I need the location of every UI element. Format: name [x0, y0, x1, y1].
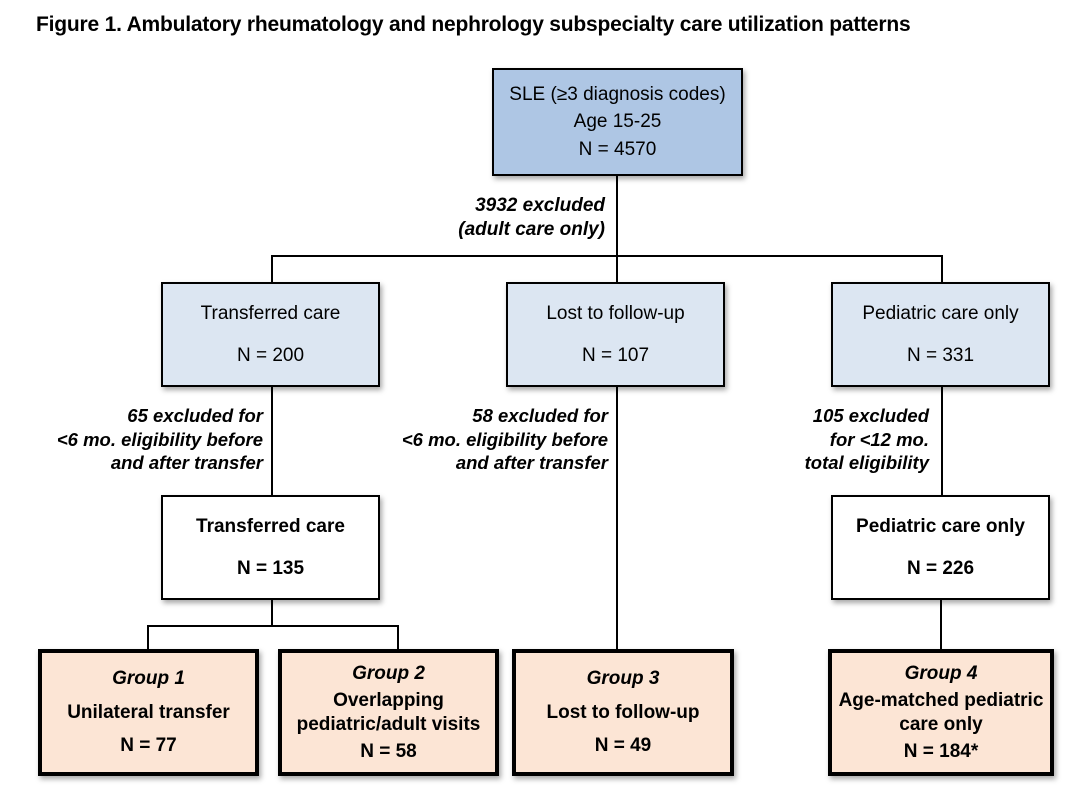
group-label: Age-matched pediatric care only	[838, 689, 1044, 735]
note-pediatric-excluded: 105 excluded for <12 mo. total eligibili…	[729, 404, 929, 475]
node-line: N = 4570	[578, 138, 657, 160]
connector-branch-mid-drop	[616, 255, 618, 283]
node-line: SLE (≥3 diagnosis codes)	[509, 83, 726, 105]
note-line: 65 excluded for	[127, 405, 263, 426]
note-root-excluded: 3932 excluded (adult care only)	[458, 194, 605, 243]
node-lost-to-follow-up: Lost to follow-up N = 107	[506, 282, 725, 387]
note-lost-excluded: 58 excluded for <6 mo. eligibility befor…	[348, 404, 608, 475]
connector-branch-left-drop	[271, 255, 273, 283]
note-line: <6 mo. eligibility before	[401, 428, 608, 450]
note-line: for <12 mo.	[829, 428, 929, 450]
note-line: 3932 excluded	[475, 195, 605, 216]
connector-pediatric-down	[941, 386, 943, 496]
node-pediatric-care-subset: Pediatric care only N = 226	[831, 495, 1050, 600]
note-line: (adult care only)	[458, 219, 605, 241]
node-line: Age 15-25	[573, 111, 662, 133]
node-label: Transferred care	[196, 515, 345, 537]
group-label: Overlapping pediatric/adult visits	[296, 689, 481, 735]
node-group4: Group 4 Age-matched pediatric care only …	[828, 649, 1054, 776]
figure-title: Figure 1. Ambulatory rheumatology and ne…	[36, 13, 911, 36]
node-label: Pediatric care only	[862, 302, 1019, 324]
node-transferred-care-subset: Transferred care N = 135	[161, 495, 380, 600]
group-label: Unilateral transfer	[67, 701, 230, 723]
node-count: N = 107	[581, 344, 650, 366]
node-pediatric-care-only: Pediatric care only N = 331	[831, 282, 1050, 387]
group-name: Group 4	[904, 662, 978, 684]
node-count: N = 135	[236, 557, 305, 579]
connector-group1-drop	[147, 625, 149, 650]
connector-branch-horizontal	[271, 255, 943, 257]
note-line: and after transfer	[455, 452, 608, 474]
connector-group2-drop	[397, 625, 399, 650]
note-line: total eligibility	[804, 452, 929, 474]
node-sle-cohort: SLE (≥3 diagnosis codes) Age 15-25 N = 4…	[492, 68, 743, 176]
group-label: Lost to follow-up	[546, 701, 700, 723]
node-count: N = 331	[906, 344, 975, 366]
node-group3: Group 3 Lost to follow-up N = 49	[512, 649, 734, 776]
note-line: <6 mo. eligibility before	[56, 428, 263, 450]
node-label: Transferred care	[200, 302, 341, 324]
note-line: and after transfer	[110, 452, 263, 474]
connector-subset-down	[271, 599, 273, 627]
group-count: N = 184*	[903, 740, 979, 762]
group-name: Group 2	[352, 662, 425, 684]
group-count: N = 77	[120, 734, 177, 756]
node-group1: Group 1 Unilateral transfer N = 77	[38, 649, 259, 776]
note-line: 105 excluded	[812, 405, 929, 426]
node-transferred-care: Transferred care N = 200	[161, 282, 380, 387]
node-label: Lost to follow-up	[546, 302, 685, 324]
connector-lost-down	[616, 386, 618, 650]
node-count: N = 226	[906, 557, 975, 579]
connector-transferred-down	[271, 386, 273, 496]
group-count: N = 49	[594, 734, 652, 756]
node-count: N = 200	[236, 344, 305, 366]
note-transferred-excluded: 65 excluded for <6 mo. eligibility befor…	[3, 404, 263, 475]
connector-root-down	[616, 176, 618, 256]
note-line: 58 excluded for	[472, 405, 608, 426]
group-count: N = 58	[360, 740, 417, 762]
group-name: Group 3	[586, 668, 660, 690]
node-group2: Group 2 Overlapping pediatric/adult visi…	[278, 649, 499, 776]
connector-split-horizontal	[147, 625, 399, 627]
connector-branch-right-drop	[941, 255, 943, 283]
connector-pediatric-subset-down	[940, 599, 942, 650]
node-label: Pediatric care only	[856, 515, 1025, 537]
group-name: Group 1	[112, 668, 185, 690]
